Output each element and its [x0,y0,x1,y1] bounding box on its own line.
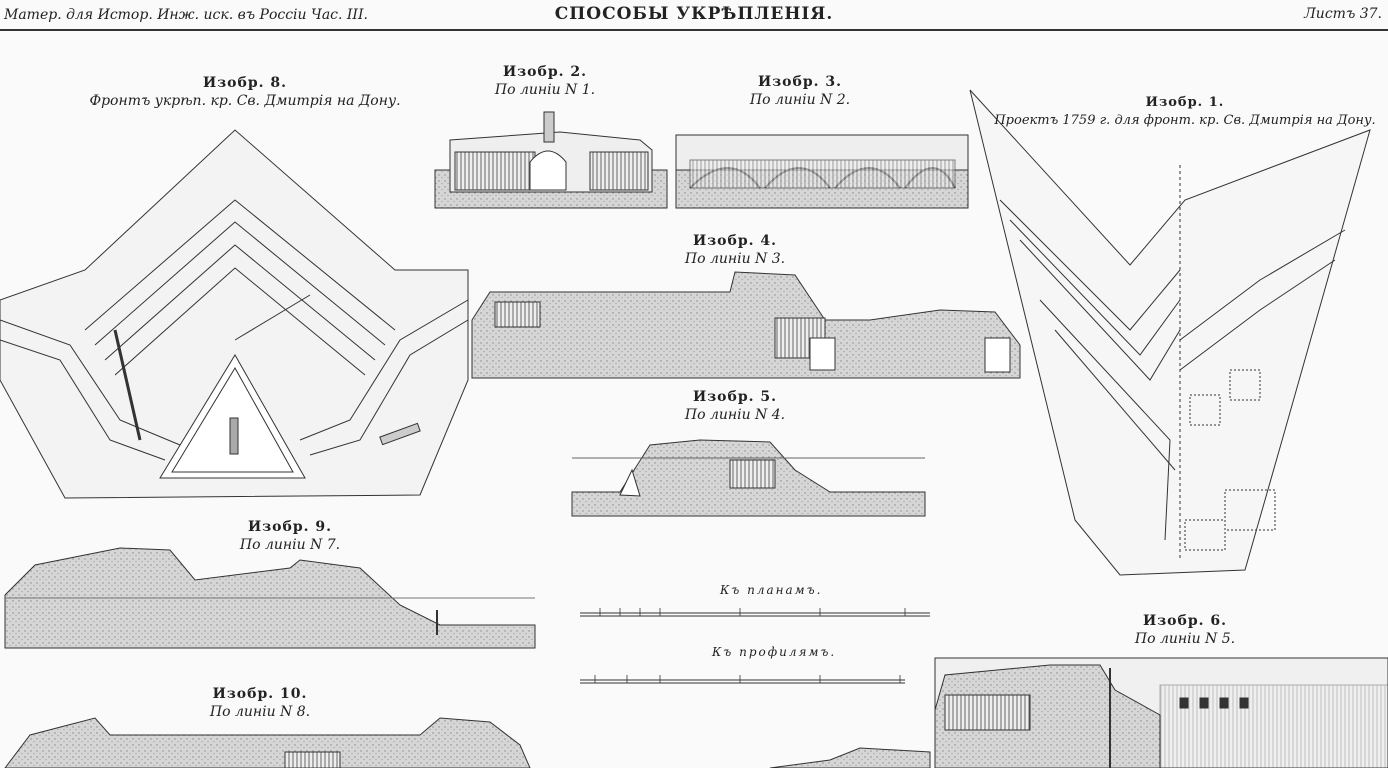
figure-8-plan [0,129,469,499]
figure-2-section [434,111,668,209]
figure-3-section [675,134,969,209]
figure-9-subtitle: По линіи N 7. [239,537,341,553]
figure-10-title: Изобр. 10. [212,686,308,702]
figure-9-section [4,547,536,649]
sheet-header: Матер. для Истор. Инж. иск. въ Россіи Ча… [0,0,1388,30]
figure-10-caption: Изобр. 10. По линіи N 8. [185,685,335,721]
figure-6-caption: Изобр. 6. По линіи N 5. [1105,612,1265,648]
figure-2-subtitle: По линіи N 1. [494,82,596,98]
figure-10-subtitle: По линіи N 8. [209,704,311,720]
figure-1-subtitle: Проектъ 1759 г. для фронт. кр. Св. Дмитр… [994,113,1376,128]
figure-8-caption: Изобр. 8. Фронтъ укрѣп. кр. Св. Дмитрія … [40,74,450,110]
header-rule [0,29,1388,31]
sheet-title: СПОСОБЫ УКРѢПЛЕНІЯ. [554,4,834,24]
figure-5-title: Изобр. 5. [693,389,777,405]
figure-1-title: Изобр. 1. [1145,95,1225,110]
figure-8-title: Изобр. 8. [203,75,287,91]
figure-6-subtitle: По линіи N 5. [1134,631,1236,647]
figure-9-caption: Изобр. 9. По линіи N 7. [215,518,365,554]
sheet-number: Листъ 37. [1304,6,1382,22]
plans-scale-label: Къ планамъ. [720,583,823,597]
profiles-scale-label: Къ профилямъ. [712,645,837,659]
figure-4-subtitle: По линіи N 3. [684,251,786,267]
scales [580,608,930,684]
figure-8-subtitle: Фронтъ укрѣп. кр. Св. Дмитрія на Дону. [89,93,401,109]
figure-3-title: Изобр. 3. [758,74,842,90]
figure-4-title: Изобр. 4. [693,233,777,249]
figure-3-subtitle: По линіи N 2. [749,92,851,108]
figure-6-section [934,657,1388,768]
figure-4-section [471,271,1021,379]
figure-10-section [4,717,931,768]
figure-5-subtitle: По линіи N 4. [684,407,786,423]
figure-4-caption: Изобр. 4. По линіи N 3. [660,232,810,268]
figure-5-section [571,439,926,517]
figure-1-plan [969,89,1371,576]
figure-5-caption: Изобр. 5. По линіи N 4. [660,388,810,424]
figure-3-caption: Изобр. 3. По линіи N 2. [725,73,875,109]
figure-2-title: Изобр. 2. [503,64,587,80]
figure-6-title: Изобр. 6. [1143,613,1227,629]
figure-2-caption: Изобр. 2. По линіи N 1. [470,63,620,99]
figure-9-title: Изобр. 9. [248,519,332,535]
series-title: Матер. для Истор. Инж. иск. въ Россіи Ча… [4,7,368,23]
figure-1-caption: Изобр. 1. Проектъ 1759 г. для фронт. кр.… [985,94,1385,130]
